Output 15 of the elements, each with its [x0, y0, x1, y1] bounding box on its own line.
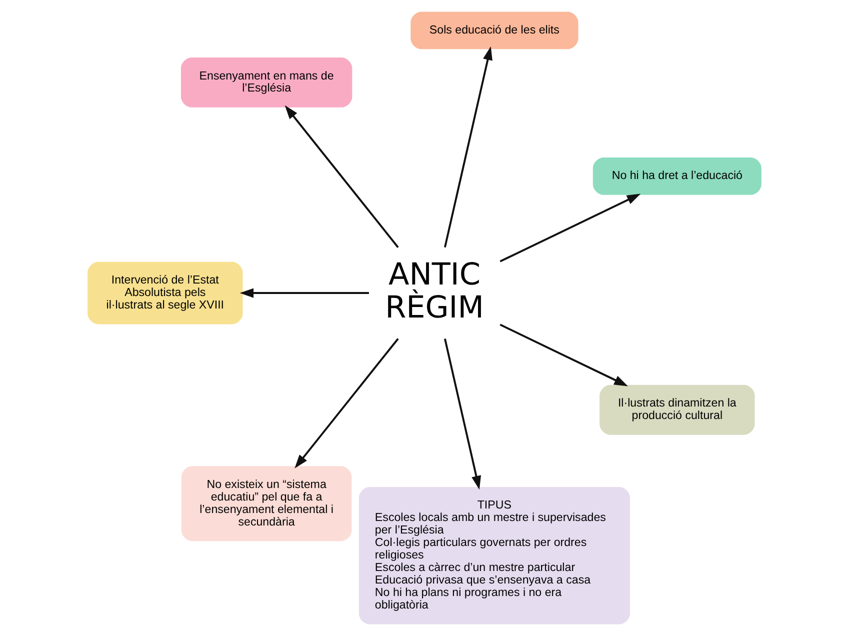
node-box: Intervenció de l’Estat Absolutista pels il·lustrats al segle XVIII [87, 262, 242, 324]
arrow [499, 324, 628, 386]
arrow [239, 288, 368, 298]
node-box: Il·lustrats dinamitzen la producció cultural [599, 384, 754, 435]
arrow [284, 105, 398, 248]
node-box: Sols educació de les elits [410, 12, 578, 50]
node-box: TIPUS Escoles locals amb un mestre i supervisades per l’Església Col·legis particulars governats per ordres religioses Escoles a càrrec d’un mestre particular Educació privasa que s’ensenyava a casa No hi ha plans ni programes i no era obligatòria [358, 486, 630, 624]
node-box: Ensenyament en mans de l’Església [180, 57, 352, 108]
arrow [294, 338, 398, 468]
arrow [443, 46, 492, 248]
arrow [443, 338, 480, 490]
node-box: No existeix un “sistema educatiu” pel que fa a l’ensenyament elemental i secundària [180, 466, 352, 542]
arrow [499, 194, 640, 262]
node-box: No hi ha dret a l’educació [592, 157, 761, 195]
node-text: ANTIC RÈGIM [384, 257, 484, 326]
